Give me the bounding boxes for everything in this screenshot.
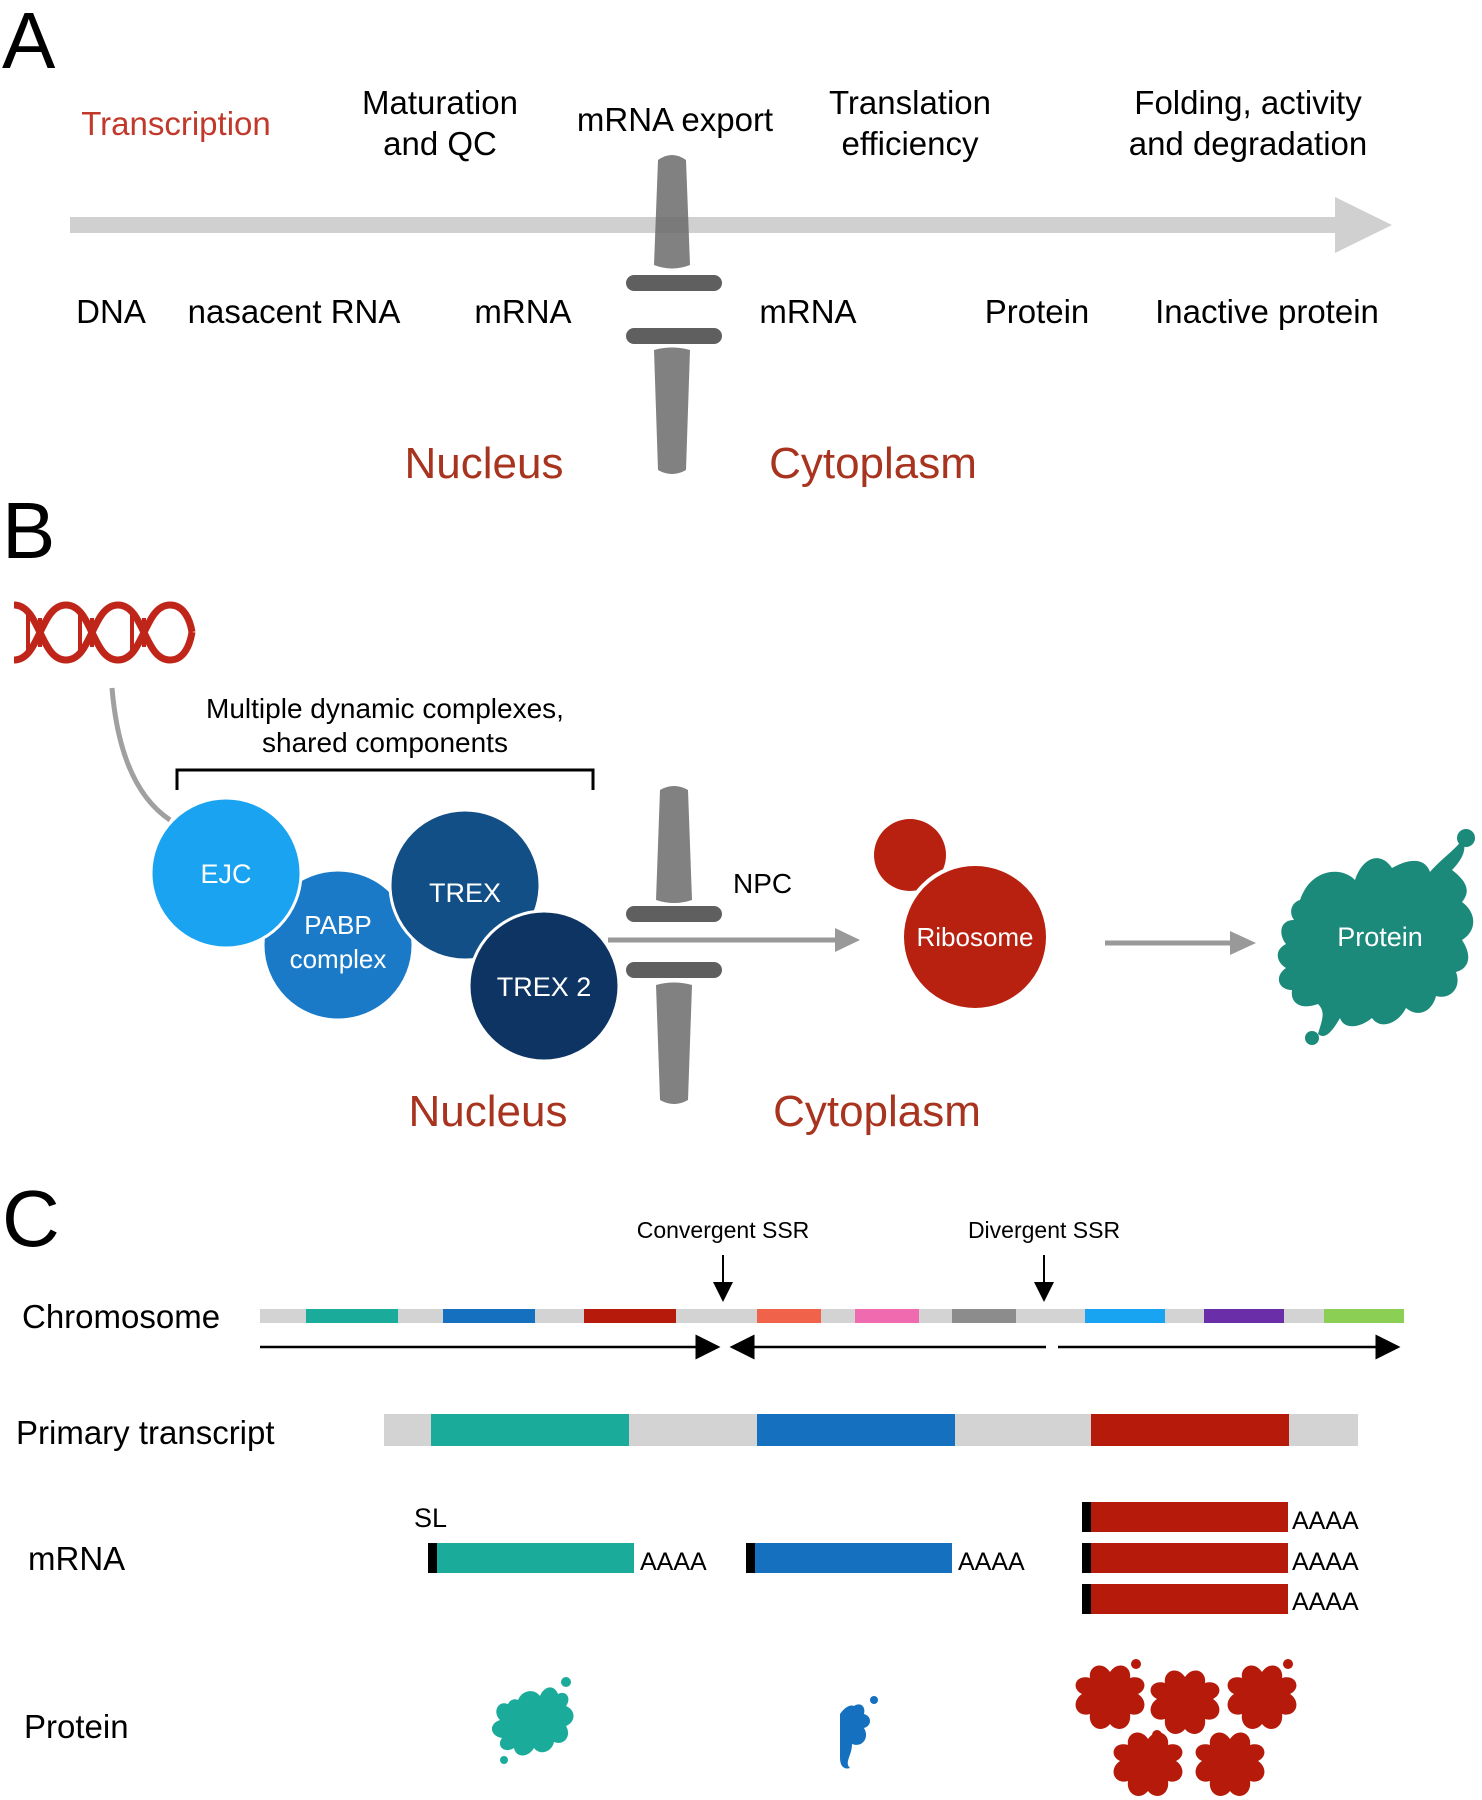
translation-arrow — [1105, 931, 1256, 955]
panel-b-letter: B — [2, 486, 55, 575]
panel-c-letter: C — [2, 1174, 60, 1263]
polya-blue: AAAA — [958, 1548, 1025, 1576]
step-maturation-line1: Maturation — [362, 84, 518, 121]
protein-splat-red-icon — [1075, 1659, 1297, 1796]
step-maturation-line2: and QC — [383, 125, 497, 162]
mrna-label: mRNA — [28, 1540, 125, 1577]
divergent-ssr-label: Divergent SSR — [968, 1217, 1120, 1243]
mrna-red-3 — [1082, 1584, 1288, 1614]
primary-transcript-label: Primary transcript — [16, 1414, 275, 1451]
molecule-dna: DNA — [76, 293, 146, 330]
step-translation-line1: Translation — [829, 84, 991, 121]
primary-transcript-bar — [384, 1414, 1358, 1446]
chromosome-label: Chromosome — [22, 1298, 220, 1335]
molecule-mrna-cytoplasm: mRNA — [759, 293, 856, 330]
protein-splat-teal-icon — [491, 1677, 574, 1764]
protein-splat-blue-icon — [840, 1696, 878, 1769]
mrna-red-2 — [1082, 1543, 1288, 1573]
step-transcription: Transcription — [81, 105, 271, 142]
polya-red-3: AAAA — [1292, 1588, 1359, 1616]
pabp-label-line1: PABP — [304, 910, 371, 940]
polya-teal: AAAA — [640, 1548, 707, 1576]
polya-red-2: AAAA — [1292, 1548, 1359, 1576]
dna-to-ejc-connector — [109, 687, 172, 823]
ejc-circle — [149, 796, 303, 950]
bracket-label-line1: Multiple dynamic complexes, — [206, 693, 564, 724]
bracket-label-line2: shared components — [262, 727, 508, 758]
molecule-protein: Protein — [985, 293, 1090, 330]
ribosome-circle — [900, 862, 1050, 1012]
molecule-mrna-nucleus: mRNA — [474, 293, 571, 330]
panel-a-letter: A — [2, 0, 56, 85]
molecule-nascent-rna: nasacent RNA — [188, 293, 401, 330]
trex2-label: TREX 2 — [497, 972, 592, 1002]
mrna-teal — [428, 1543, 634, 1573]
molecule-inactive-protein: Inactive protein — [1155, 293, 1379, 330]
protein-splat-icon — [1277, 829, 1475, 1045]
cytoplasm-label-b: Cytoplasm — [773, 1087, 981, 1136]
mrna-blue — [746, 1543, 952, 1573]
pabp-label-line2: complex — [290, 944, 387, 974]
ribosome-small-subunit — [874, 819, 946, 891]
sl-label: SL — [414, 1503, 447, 1533]
nuclear-pore-b — [626, 786, 722, 1104]
cytoplasm-label-a: Cytoplasm — [769, 439, 977, 488]
chromosome-bar — [260, 1309, 1404, 1323]
protein-label-b: Protein — [1337, 922, 1423, 952]
pipeline-arrow — [70, 197, 1392, 253]
step-folding-line2: and degradation — [1129, 125, 1368, 162]
trex-label: TREX — [429, 878, 501, 908]
mrna-red-1 — [1082, 1502, 1288, 1532]
nucleus-label-a: Nucleus — [405, 439, 564, 488]
ejc-label: EJC — [200, 859, 251, 889]
nuclear-pore-a — [626, 155, 722, 474]
trex2-circle — [467, 909, 621, 1063]
nucleus-label-b: Nucleus — [409, 1087, 568, 1136]
polya-red-1: AAAA — [1292, 1507, 1359, 1535]
step-mrna-export: mRNA export — [577, 101, 773, 138]
export-arrow — [608, 928, 860, 952]
convergent-ssr-label: Convergent SSR — [637, 1217, 810, 1243]
npc-label: NPC — [733, 868, 792, 899]
pabp-complex-circle — [261, 868, 415, 1022]
dna-helix-icon — [13, 601, 196, 664]
protein-label-c: Protein — [24, 1708, 129, 1745]
step-folding-line1: Folding, activity — [1134, 84, 1362, 121]
step-translation-line2: efficiency — [842, 125, 979, 162]
ribosome-label: Ribosome — [916, 922, 1033, 952]
complexes-bracket — [175, 768, 595, 790]
